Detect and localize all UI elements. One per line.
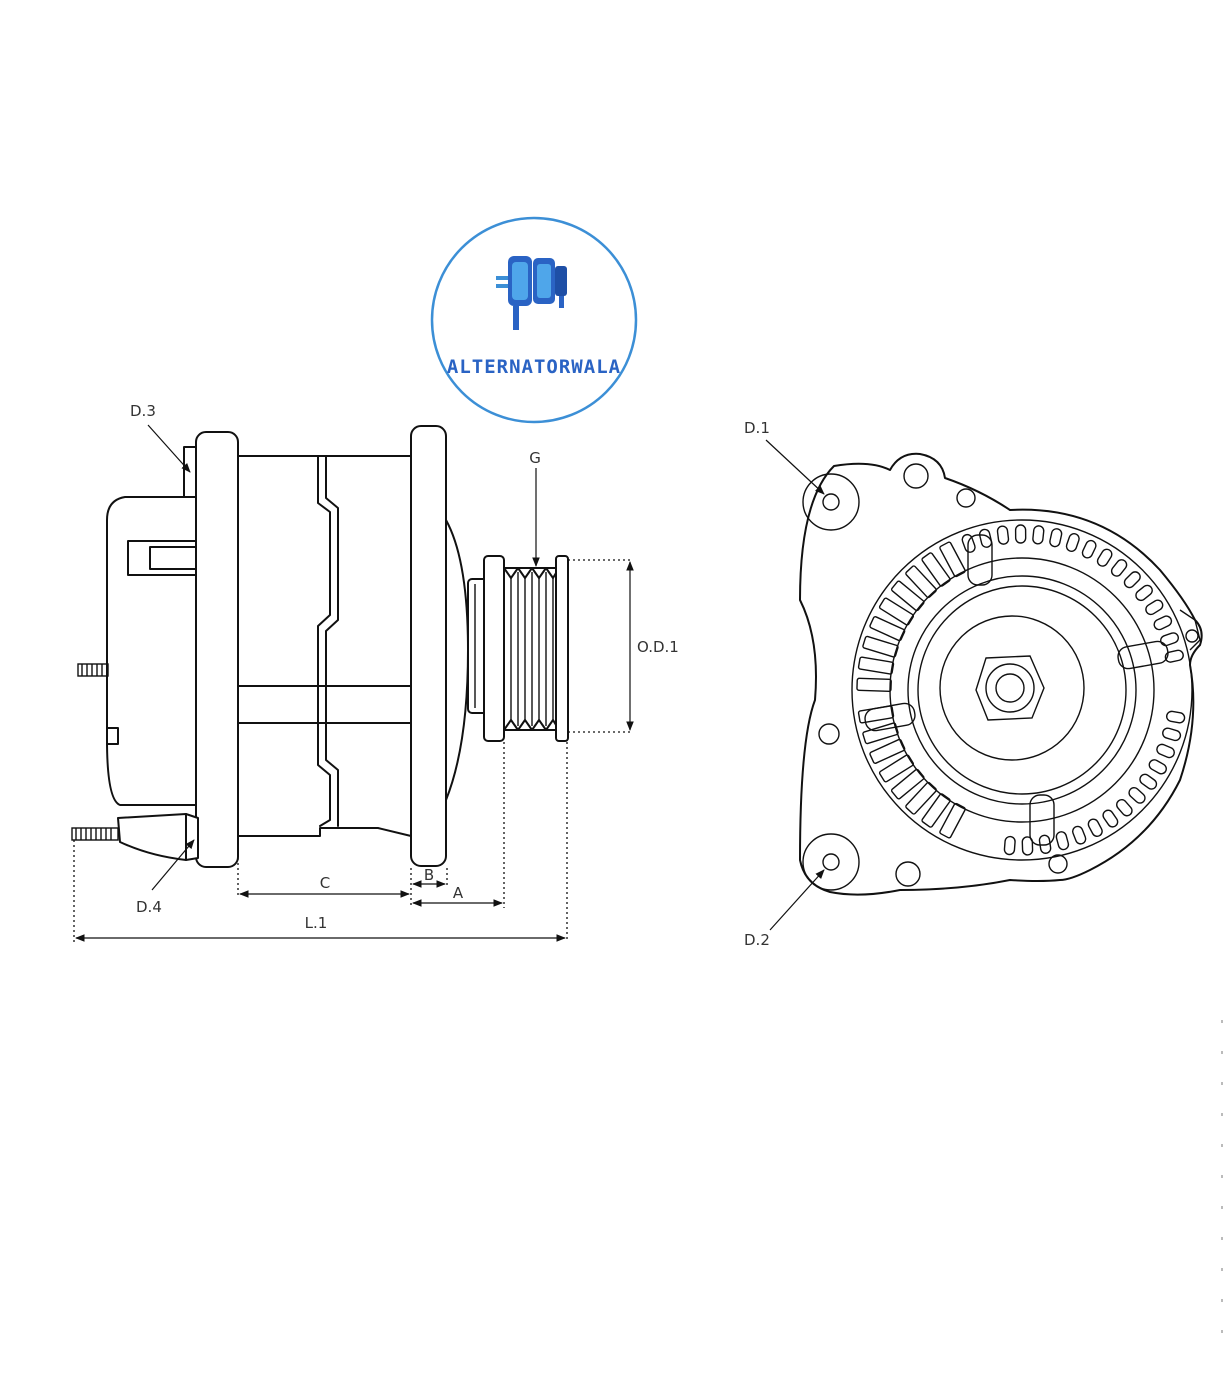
vent-slot	[856, 677, 892, 693]
pulley-face	[939, 615, 1085, 761]
stator-body	[237, 455, 412, 837]
hex-nut	[975, 655, 1045, 721]
vent-ring-outer	[851, 519, 1193, 861]
front-flange	[410, 425, 447, 867]
vent-slot	[939, 541, 966, 578]
rear-flange	[195, 431, 239, 868]
vent-slot	[890, 768, 925, 800]
vent-tooth	[1102, 809, 1119, 828]
vent-tooth	[1145, 599, 1164, 616]
alternator-side-view: C B A L.1 O.D.1 G D.3 D.4	[71, 402, 679, 942]
vent-slot	[921, 793, 951, 828]
vent-tooth	[1087, 818, 1103, 837]
vent-slot	[878, 597, 915, 626]
vent-tooth	[1116, 799, 1133, 817]
logo-ring	[430, 216, 638, 424]
pulley	[483, 555, 569, 742]
vent-tooth	[1162, 727, 1182, 742]
fan-arms	[864, 534, 1169, 846]
dim-l1-label: L.1	[305, 914, 328, 932]
vent-tooth	[1096, 548, 1113, 567]
vent-tooth	[1081, 539, 1097, 559]
rear-housing	[106, 496, 197, 806]
alternator-icon	[496, 256, 567, 330]
dim-g-label: G	[529, 449, 541, 467]
vent-tooth	[1164, 649, 1184, 663]
vent-tooth	[1110, 559, 1128, 577]
mount-hole-d2	[802, 833, 860, 891]
dim-d3-leader	[147, 424, 191, 473]
dim-c-label: C	[320, 874, 330, 892]
vent-tooth	[1049, 528, 1063, 548]
dim-b-label: B	[424, 866, 434, 884]
vent-tooth	[1003, 835, 1016, 856]
vent-slot	[921, 552, 951, 587]
vent-tooth	[1032, 525, 1045, 545]
vent-tooth	[961, 533, 976, 553]
vent-slot	[857, 656, 895, 675]
vent-tooth	[1156, 743, 1175, 759]
vent-slot	[905, 781, 937, 815]
vent-tooth	[1072, 825, 1087, 845]
bottom-connector	[117, 813, 199, 861]
dim-d4-leader	[151, 839, 195, 891]
vent-slot	[869, 616, 906, 642]
dim-od1-label: O.D.1	[637, 638, 679, 656]
vent-tooth	[996, 525, 1010, 545]
vent-tooth	[1148, 759, 1167, 775]
vent-tooth	[1128, 786, 1146, 804]
vent-tooth	[1065, 533, 1080, 552]
rear-stud	[77, 663, 109, 677]
logo-text: ALTERNATORWALA	[447, 356, 621, 378]
vent-tooth	[1165, 710, 1186, 724]
vent-slot	[939, 802, 966, 839]
front-housing-outline	[799, 452, 1203, 896]
dim-a-label: A	[453, 884, 464, 902]
vent-slot	[862, 722, 899, 745]
vent-slot	[869, 738, 906, 764]
vent-tooth	[978, 528, 993, 548]
dim-d1-label: D.1	[744, 419, 770, 437]
vent-tooth	[1014, 524, 1027, 544]
fan-disk	[907, 575, 1137, 805]
dim-d1-leader	[765, 439, 825, 495]
vent-tooth	[1139, 773, 1158, 790]
dim-d3-label: D.3	[130, 402, 156, 420]
mount-hole-d1	[802, 473, 860, 531]
vent-tooth	[1021, 836, 1034, 856]
alternator-front-view: D.1 D.2	[744, 419, 1203, 949]
vent-slot	[890, 580, 925, 612]
brand-logo: ALTERNATORWALA	[430, 216, 638, 424]
vent-tooth	[1123, 571, 1141, 589]
dim-d2-leader	[769, 869, 825, 931]
dim-d4-label: D.4	[136, 898, 162, 916]
vent-tooth	[1153, 615, 1173, 631]
dim-d2-label: D.2	[744, 931, 770, 949]
vent-slot	[878, 754, 915, 783]
vent-slot	[862, 635, 899, 658]
vent-tooth	[1055, 831, 1070, 851]
vent-slot	[905, 565, 937, 599]
bottom-stud	[71, 827, 119, 841]
vent-tooth	[1135, 584, 1153, 602]
